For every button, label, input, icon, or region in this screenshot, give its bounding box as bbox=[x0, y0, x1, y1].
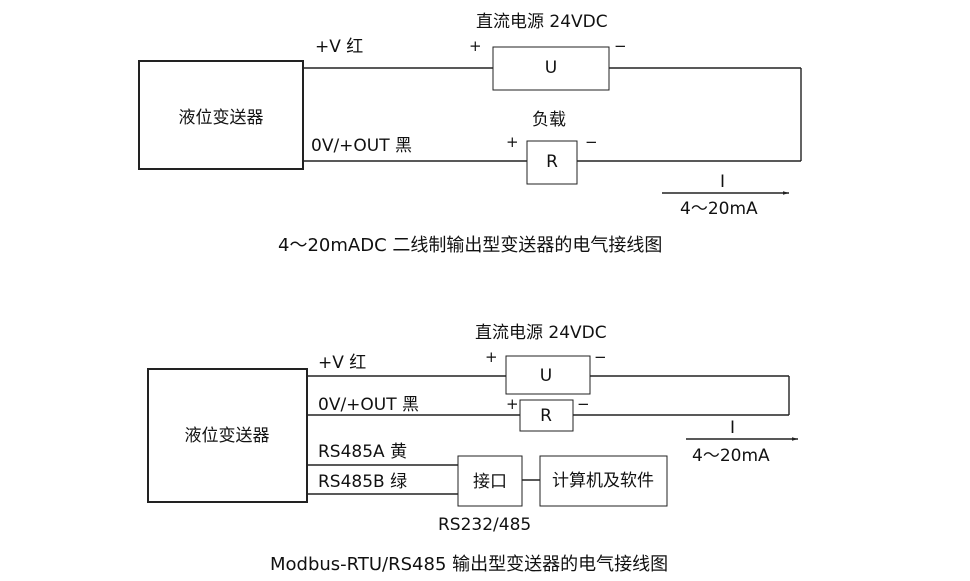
power-minus-sign: − bbox=[614, 37, 627, 55]
diagram1-caption: 4～20mADC 二线制输出型变送器的电气接线图 bbox=[278, 235, 662, 256]
interface-box bbox=[457, 455, 523, 507]
load-box-r bbox=[519, 399, 574, 432]
wire-out-label: 0V/+OUT 黑 bbox=[318, 395, 419, 415]
modbus-diagram: 液位变送器 直流电源 24VDC U + − +V 红 0V/+OUT 黑 RS… bbox=[147, 323, 798, 575]
current-symbol: I bbox=[720, 172, 725, 192]
interface-type-label: RS232/485 bbox=[438, 515, 531, 535]
load-plus-sign: + bbox=[506, 395, 519, 413]
power-minus-sign: − bbox=[594, 348, 607, 366]
current-symbol: I bbox=[730, 418, 735, 438]
load-box-r bbox=[526, 140, 578, 185]
power-plus-sign: + bbox=[485, 348, 498, 366]
load-label: 负载 bbox=[532, 110, 566, 130]
power-supply-label: 直流电源 24VDC bbox=[475, 323, 607, 343]
diagram2-caption: Modbus-RTU/RS485 输出型变送器的电气接线图 bbox=[270, 554, 668, 575]
computer-label: 计算机及软件 bbox=[552, 471, 654, 491]
wire-rs485a-label: RS485A 黄 bbox=[318, 442, 407, 462]
transmitter-label: 液位变送器 bbox=[185, 426, 270, 446]
wire-v-label: +V 红 bbox=[315, 37, 363, 57]
current-range-label: 4～20mA bbox=[680, 199, 758, 219]
wire-v-label: +V 红 bbox=[318, 353, 366, 373]
load-minus-sign: − bbox=[577, 395, 590, 413]
power-plus-sign: + bbox=[469, 37, 482, 55]
power-box-u-label: U bbox=[540, 366, 552, 386]
power-box-u bbox=[492, 46, 610, 91]
power-box-u-label: U bbox=[545, 58, 557, 78]
power-box-u bbox=[505, 355, 591, 395]
transmitter-box bbox=[138, 60, 304, 170]
current-range-label: 4～20mA bbox=[692, 446, 770, 466]
power-supply-label: 直流电源 24VDC bbox=[476, 12, 608, 32]
wire-rs485b-label: RS485B 绿 bbox=[318, 472, 407, 492]
interface-label: 接口 bbox=[473, 472, 507, 492]
wire-out-label: 0V/+OUT 黑 bbox=[311, 136, 412, 156]
two-wire-diagram: 液位变送器 直流电源 24VDC U + − +V 红 0V/+OUT 黑 负载… bbox=[138, 12, 802, 256]
load-plus-sign: + bbox=[506, 133, 519, 151]
transmitter-label: 液位变送器 bbox=[179, 108, 264, 128]
transmitter-box bbox=[147, 368, 308, 503]
computer-box bbox=[539, 455, 668, 507]
load-minus-sign: − bbox=[585, 133, 598, 151]
load-box-r-label: R bbox=[546, 152, 558, 172]
load-box-r-label: R bbox=[540, 406, 552, 426]
